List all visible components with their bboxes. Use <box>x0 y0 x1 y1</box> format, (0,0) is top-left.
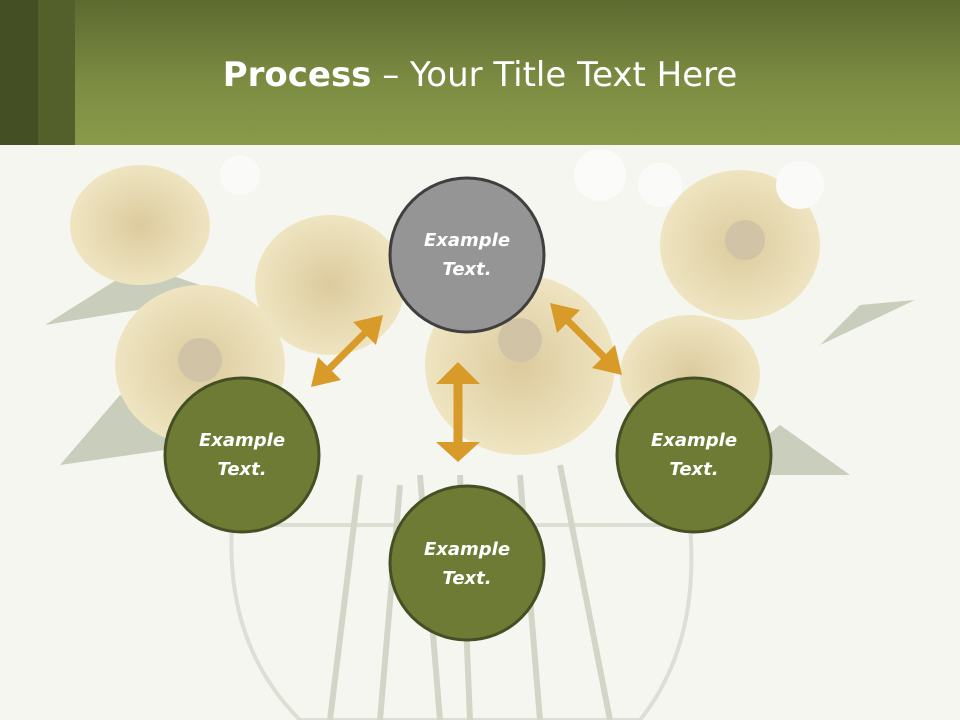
title-rest: – Your Title Text Here <box>371 55 738 95</box>
process-node-top <box>388 176 546 334</box>
node-label-line: Example <box>423 539 511 560</box>
process-node-right <box>615 376 773 534</box>
node-label-left: Example Text. <box>162 426 322 484</box>
node-label-line: Text. <box>217 459 267 480</box>
node-label-line: Example <box>650 430 738 451</box>
node-label-line: Example <box>423 230 511 251</box>
arrow-vertical <box>436 362 480 462</box>
node-label-line: Text. <box>442 259 492 280</box>
header-accent-strip <box>38 0 75 145</box>
node-label-top: Example Text. <box>387 226 547 284</box>
header-accent-strip <box>0 0 38 145</box>
arrow-upper-left <box>311 315 383 387</box>
title-bold: Process <box>222 55 372 95</box>
arrow-upper-right <box>550 303 622 375</box>
node-label-right: Example Text. <box>614 426 774 484</box>
slide-title: Process – Your Title Text Here <box>0 50 960 100</box>
node-label-line: Example <box>198 430 286 451</box>
node-label-bottom: Example Text. <box>387 535 547 593</box>
process-node-bottom <box>388 484 546 642</box>
node-label-line: Text. <box>442 568 492 589</box>
process-node-left <box>163 376 321 534</box>
node-label-line: Text. <box>669 459 719 480</box>
header-bar: Process – Your Title Text Here <box>0 0 960 145</box>
